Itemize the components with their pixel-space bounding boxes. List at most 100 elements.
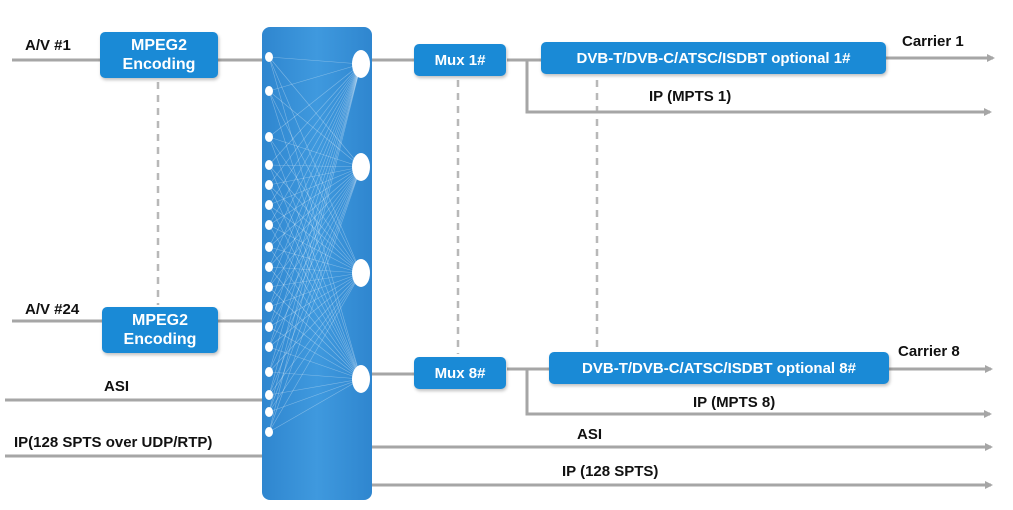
modulator-1-label: DVB-T/DVB-C/ATSC/ISDBT optional 1# bbox=[576, 49, 851, 67]
crossbar-link bbox=[268, 378, 362, 396]
input-port bbox=[265, 262, 273, 272]
switch-matrix bbox=[262, 27, 372, 500]
crossbar-link bbox=[268, 166, 362, 206]
input-port bbox=[265, 367, 273, 377]
mux-1-label: Mux 1# bbox=[434, 51, 486, 69]
crossbar-link bbox=[268, 63, 362, 138]
crossbar-link bbox=[268, 63, 362, 413]
encoder-1-line2: Encoding bbox=[122, 56, 196, 73]
crossbar-link bbox=[268, 164, 362, 380]
input-av1-label: A/V #1 bbox=[25, 37, 71, 54]
output-ip-mpts1-label: IP (MPTS 1) bbox=[649, 88, 732, 105]
input-av24-label: A/V #24 bbox=[25, 301, 80, 318]
output-carrier1-label: Carrier 1 bbox=[902, 33, 964, 50]
crossbar-link bbox=[268, 272, 362, 308]
output-port bbox=[352, 50, 370, 78]
input-port bbox=[265, 220, 273, 230]
encoder-24-line2: Encoding bbox=[123, 331, 197, 348]
crossbar-link bbox=[268, 164, 362, 274]
crossbar-link bbox=[268, 378, 362, 413]
output-ip128-label: IP (128 SPTS) bbox=[562, 463, 659, 480]
crossbar-ports bbox=[265, 50, 370, 437]
input-port bbox=[265, 282, 273, 292]
crossbar-link bbox=[268, 272, 362, 413]
encoder-24-line1: MPEG2 bbox=[131, 312, 188, 329]
crossbar-link bbox=[268, 326, 362, 380]
crossbar-link bbox=[268, 246, 362, 274]
crossbar-link bbox=[268, 166, 362, 226]
crossbar-link bbox=[268, 63, 362, 248]
input-port bbox=[265, 180, 273, 190]
input-port bbox=[265, 427, 273, 437]
input-port bbox=[265, 200, 273, 210]
input-port bbox=[265, 390, 273, 400]
crossbar-link bbox=[268, 63, 362, 348]
modulator-1: DVB-T/DVB-C/ATSC/ISDBT optional 1# bbox=[541, 42, 886, 74]
crossbar-link bbox=[268, 346, 362, 380]
crossbar-link bbox=[268, 63, 362, 186]
crossbar-link bbox=[268, 184, 362, 274]
dashed-connectors bbox=[156, 80, 599, 354]
output-port bbox=[352, 153, 370, 181]
crossbar-link bbox=[268, 63, 362, 433]
crossbar-link bbox=[268, 272, 362, 373]
matrix-crossbar bbox=[265, 50, 370, 437]
mux-1: Mux 1# bbox=[414, 44, 506, 76]
crossbar-lines bbox=[268, 56, 362, 433]
crossbar-link bbox=[268, 166, 362, 268]
crossbar-link bbox=[268, 272, 362, 433]
crossbar-link bbox=[268, 166, 362, 288]
crossbar-link bbox=[268, 266, 362, 380]
crossbar-link bbox=[268, 272, 362, 288]
input-port bbox=[265, 160, 273, 170]
input-ip-label: IP(128 SPTS over UDP/RTP) bbox=[14, 434, 213, 451]
crossbar-link bbox=[268, 63, 362, 288]
crossbar-link bbox=[268, 371, 362, 380]
input-lines bbox=[5, 58, 262, 458]
crossbar-link bbox=[268, 286, 362, 380]
crossbar-link bbox=[268, 272, 362, 348]
crossbar-link bbox=[268, 90, 362, 168]
crossbar-link bbox=[268, 56, 362, 168]
input-port bbox=[265, 52, 273, 62]
input-port bbox=[265, 342, 273, 352]
crossbar-link bbox=[268, 306, 362, 380]
crossbar-link bbox=[268, 272, 362, 396]
output-carrier8-label: Carrier 8 bbox=[898, 343, 960, 360]
input-port bbox=[265, 242, 273, 252]
input-port bbox=[265, 302, 273, 312]
crossbar-link bbox=[268, 204, 362, 274]
modulator-8: DVB-T/DVB-C/ATSC/ISDBT optional 8# bbox=[549, 352, 889, 384]
mux-8-label: Mux 8# bbox=[434, 364, 486, 382]
crossbar-link bbox=[268, 63, 362, 268]
crossbar-link bbox=[268, 136, 362, 168]
input-port bbox=[265, 407, 273, 417]
crossbar-link bbox=[268, 56, 362, 274]
encoder-1-line1: MPEG2 bbox=[130, 37, 187, 54]
crossbar-link bbox=[268, 166, 362, 396]
crossbar-link bbox=[268, 184, 362, 380]
crossbar-link bbox=[268, 63, 362, 308]
crossbar-link bbox=[268, 56, 362, 380]
crossbar-link bbox=[268, 224, 362, 274]
crossbar-link bbox=[268, 63, 362, 166]
modulator-8-label: DVB-T/DVB-C/ATSC/ISDBT optional 8# bbox=[582, 359, 856, 377]
crossbar-link bbox=[268, 136, 362, 380]
crossbar-link bbox=[268, 56, 362, 65]
crossbar-link bbox=[268, 63, 362, 328]
mux-8: Mux 8# bbox=[414, 357, 506, 389]
crossbar-link bbox=[268, 378, 362, 433]
input-port bbox=[265, 86, 273, 96]
crossbar-link bbox=[268, 136, 362, 274]
mux-lines bbox=[372, 54, 995, 489]
output-ip-mpts8-label: IP (MPTS 8) bbox=[693, 394, 776, 411]
output-port bbox=[352, 259, 370, 287]
crossbar-link bbox=[268, 63, 362, 226]
crossbar-link bbox=[268, 272, 362, 328]
input-port bbox=[265, 132, 273, 142]
crossbar-link bbox=[268, 166, 362, 328]
crossbar-link bbox=[268, 224, 362, 380]
